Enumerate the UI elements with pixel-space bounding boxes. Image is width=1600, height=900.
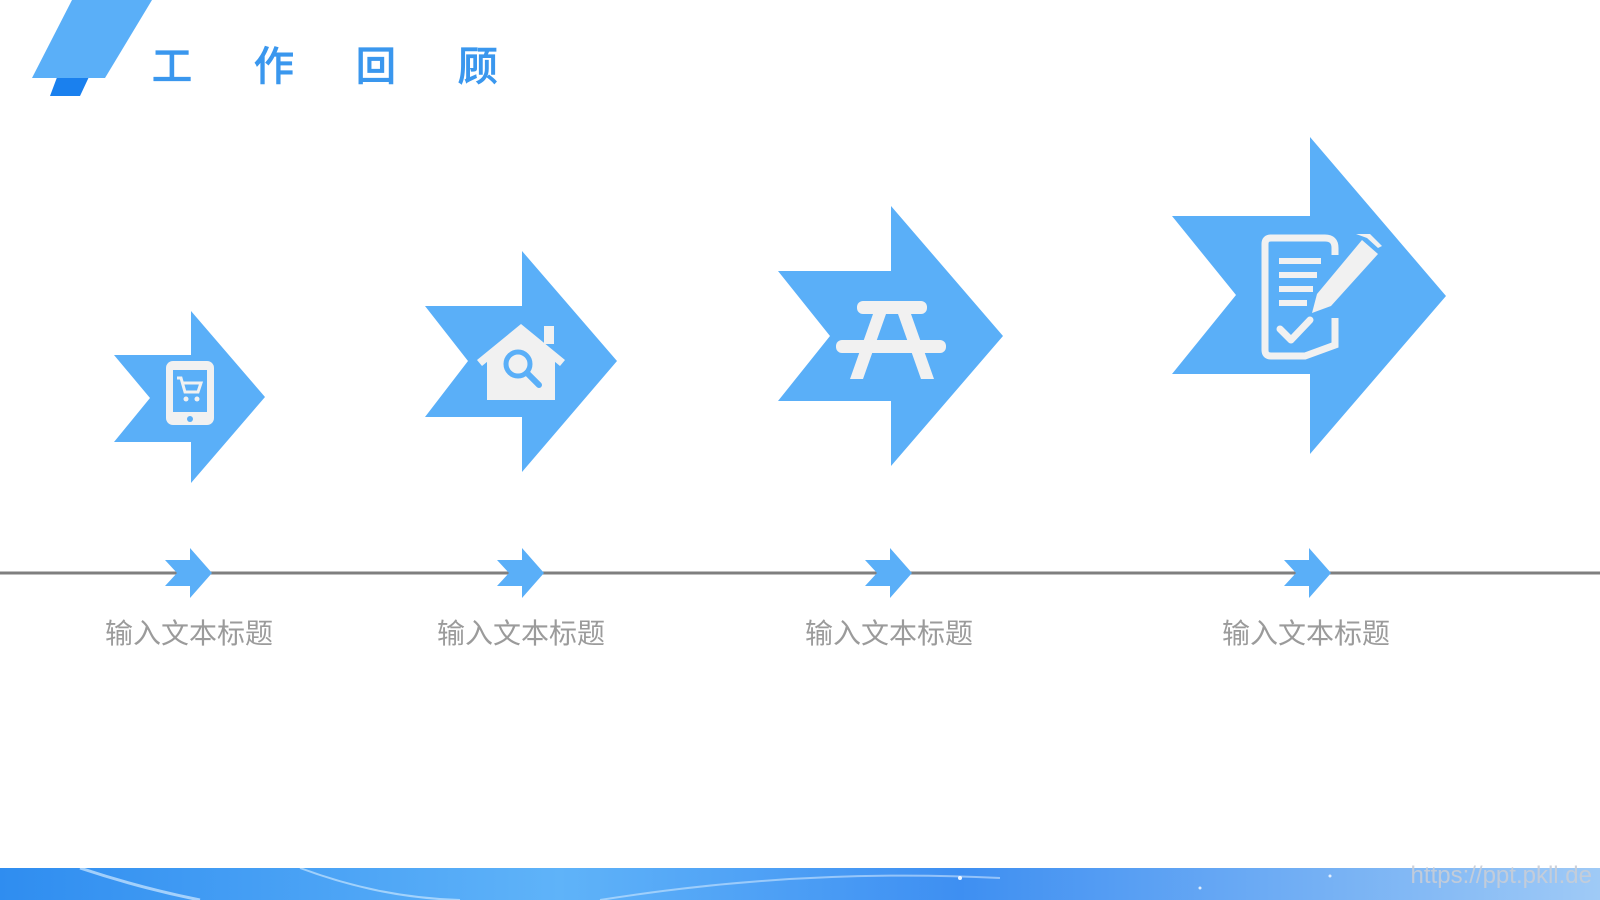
step-3-label: 输入文本标题 [804,617,973,650]
step-4-arrow [1172,137,1446,454]
corner-logo-mark [32,0,152,96]
picnic-table-icon [836,301,946,379]
timeline-marker-4 [1284,548,1331,598]
page-title: 工 作 回 顾 [152,44,522,90]
timeline-marker-2 [497,548,544,598]
step-4-label: 输入文本标题 [1221,617,1390,650]
step-2-label: 输入文本标题 [436,617,605,650]
document-edit-icon [1261,234,1382,360]
timeline-marker-1 [165,548,212,598]
step-3-arrow [778,206,1003,466]
step-1-label: 输入文本标题 [104,617,273,650]
mobile-cart-icon [166,361,214,425]
timeline-marker-3 [865,548,912,598]
watermark-text: https://ppt.pkll.de [1410,862,1592,889]
house-search-icon [477,324,565,400]
footer-band [0,868,1600,900]
